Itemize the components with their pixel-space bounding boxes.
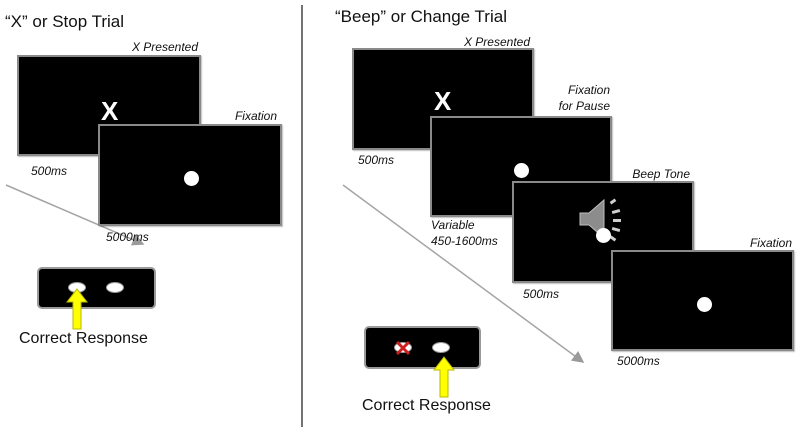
response-arrow-icon — [66, 288, 88, 330]
fixation-dot — [184, 171, 199, 186]
change-screen1-caption: X Presented — [463, 35, 530, 49]
change-screen1-duration: 500ms — [358, 153, 395, 167]
stop-screen2-duration: 5000ms — [106, 230, 149, 244]
stop-response-label: Correct Response — [19, 330, 148, 347]
response-pad-stop — [37, 267, 156, 309]
stop-screen1-duration: 500ms — [31, 164, 68, 178]
fixation-dot — [514, 163, 529, 178]
change-response-label: Correct Response — [362, 397, 491, 414]
change-screen2-duration-line1: Variable — [431, 218, 475, 232]
fixation-dot — [697, 297, 712, 312]
x-stimulus: X — [101, 96, 119, 126]
right-response-button — [106, 282, 124, 293]
change-trial-heading: “Beep” or Change Trial — [335, 7, 507, 26]
change-screen2-caption-line1: Fixation — [567, 83, 610, 97]
change-final-fixation-screen — [611, 250, 794, 351]
change-screen3-caption: Beep Tone — [632, 167, 690, 181]
response-pad-change — [364, 326, 481, 369]
stop-fixation-screen — [98, 124, 282, 226]
stop-screen2-caption: Fixation — [234, 109, 277, 123]
change-screen2-caption-line2: for Pause — [558, 99, 610, 113]
cancel-x-icon — [395, 340, 411, 356]
change-screen4-caption: Fixation — [749, 236, 792, 250]
right-response-button — [432, 342, 450, 353]
change-screen3-duration: 500ms — [523, 287, 560, 301]
stop-trial-heading: “X” or Stop Trial — [5, 12, 125, 31]
response-arrow-icon — [433, 356, 455, 398]
change-screen4-duration: 5000ms — [617, 354, 660, 368]
timeline-arrow-change — [342, 184, 585, 363]
timeline-arrow-stop — [5, 184, 145, 246]
x-stimulus: X — [434, 86, 452, 116]
stop-screen1-caption: X Presented — [131, 40, 198, 54]
change-screen2-duration-line2: 450-1600ms — [431, 234, 498, 248]
fixation-dot — [596, 228, 611, 243]
